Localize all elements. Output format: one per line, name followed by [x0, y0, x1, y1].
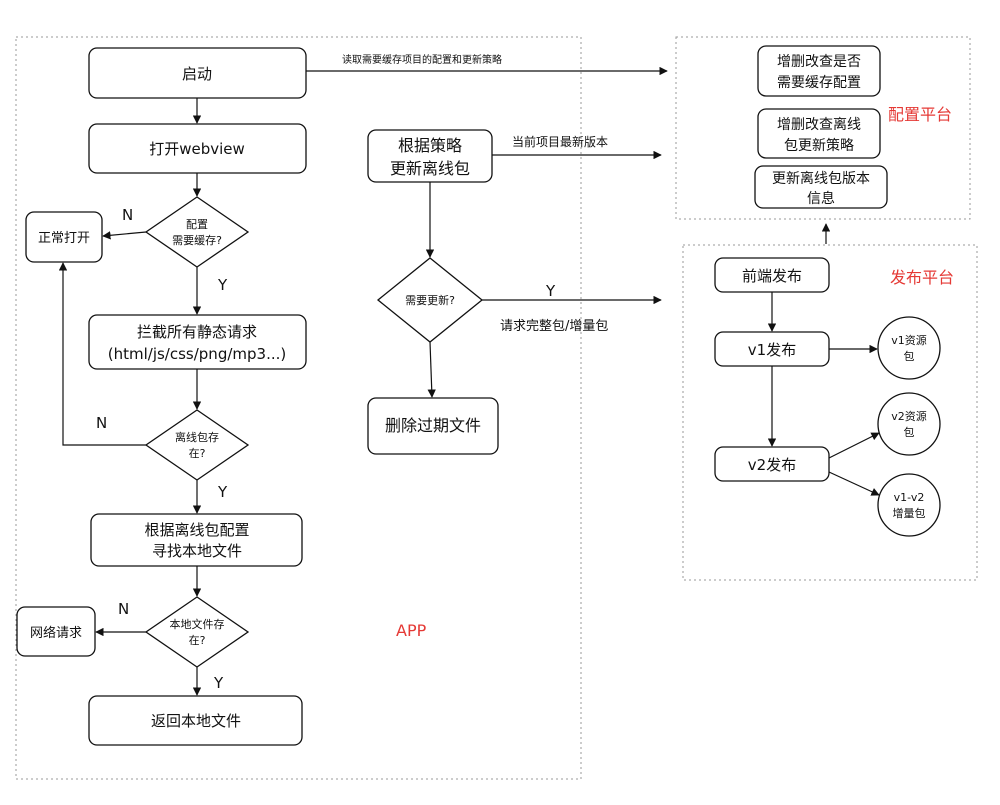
v2-package-node [877, 392, 941, 456]
return-local-label: 返回本地文件 [151, 712, 241, 730]
open-webview-label: 打开webview [149, 140, 245, 158]
config-item-version-label-1: 更新离线包版本 [772, 170, 870, 187]
config-item-cache [757, 45, 881, 97]
edge-need-cache-no [102, 231, 147, 240]
v2-release-label: v2发布 [748, 456, 796, 474]
intercept-label-2: (html/js/css/png/mp3...) [108, 345, 286, 363]
v2-release-node [714, 446, 830, 482]
local-exists-label-2: 在? [189, 634, 206, 647]
yes-label-need-cache: Y [217, 276, 228, 294]
network-request-node [16, 606, 96, 657]
package-exists-decision [144, 409, 250, 481]
edge-v2-to-v2-package [828, 432, 880, 459]
no-label-need-cache: N [122, 206, 133, 224]
edge-package-exists-no [58, 262, 146, 446]
config-item-cache-label-2: 需要缓存配置 [777, 75, 861, 91]
config-item-version-label-2: 信息 [807, 190, 835, 207]
local-exists-label-1: 本地文件存 [170, 617, 225, 631]
frontend-release-label: 前端发布 [742, 267, 802, 285]
config-platform-region [675, 36, 971, 220]
v1-v2-package-node [877, 473, 941, 537]
local-exists-decision [144, 596, 250, 668]
normal-open-node [25, 211, 103, 263]
no-label-package-exists: N [96, 414, 107, 432]
config-platform-title: 配置平台 [888, 105, 952, 124]
config-item-strategy-label-2: 包更新策略 [784, 137, 854, 154]
find-local-label-2: 寻找本地文件 [152, 542, 242, 560]
config-item-cache-label-1: 增删改查是否 [777, 54, 861, 70]
v2-package-label-1: v2资源 [891, 409, 927, 423]
start-label: 启动 [182, 65, 212, 83]
delete-expired-label: 删除过期文件 [385, 416, 481, 435]
read-config-label: 读取需要缓存项目的配置和更新策略 [342, 53, 502, 66]
no-label-local-exists: N [118, 600, 129, 618]
release-platform-region [682, 244, 978, 581]
delete-expired-node [367, 397, 499, 455]
yes-label-local-exists: Y [213, 674, 224, 692]
request-package-label: 请求完整包/增量包 [500, 319, 608, 334]
v1-package-node [877, 316, 941, 380]
config-item-strategy [757, 108, 881, 159]
config-item-version [754, 165, 888, 209]
return-local-node [88, 695, 303, 746]
edge-need-update-to-delete [427, 341, 436, 398]
current-version-label: 当前项目最新版本 [512, 134, 608, 149]
package-exists-label-1: 离线包存 [175, 430, 219, 444]
need-update-label: 需要更新? [405, 293, 455, 307]
v1-package-label-2: 包 [904, 350, 915, 363]
v2-package-label-2: 包 [904, 426, 915, 439]
package-exists-label-2: 在? [189, 447, 206, 460]
network-request-label: 网络请求 [30, 625, 82, 641]
app-region [15, 36, 582, 780]
v1-v2-package-label-2: 增量包 [893, 506, 926, 520]
yes-label-need-update: Y [545, 282, 556, 300]
yes-label-package-exists: Y [217, 483, 228, 501]
need-cache-label-1: 配置 [186, 218, 208, 231]
intercept-label-1: 拦截所有静态请求 [137, 323, 257, 341]
config-item-strategy-label-1: 增删改查离线 [777, 116, 861, 133]
need-cache-decision [144, 196, 250, 268]
find-local-label-1: 根据离线包配置 [144, 521, 249, 539]
v1-package-label-1: v1资源 [891, 333, 927, 347]
need-cache-label-2: 需要缓存? [172, 233, 222, 247]
update-by-strategy-label-2: 更新离线包 [390, 159, 470, 178]
v1-release-label: v1发布 [748, 341, 796, 359]
update-by-strategy-label-1: 根据策略 [398, 136, 462, 155]
release-platform-title: 发布平台 [890, 268, 954, 287]
v1-v2-package-label-1: v1-v2 [894, 491, 925, 504]
edge-v2-to-v1-v2-package [828, 471, 880, 496]
normal-open-label: 正常打开 [38, 231, 90, 246]
app-region-title: APP [396, 621, 427, 640]
